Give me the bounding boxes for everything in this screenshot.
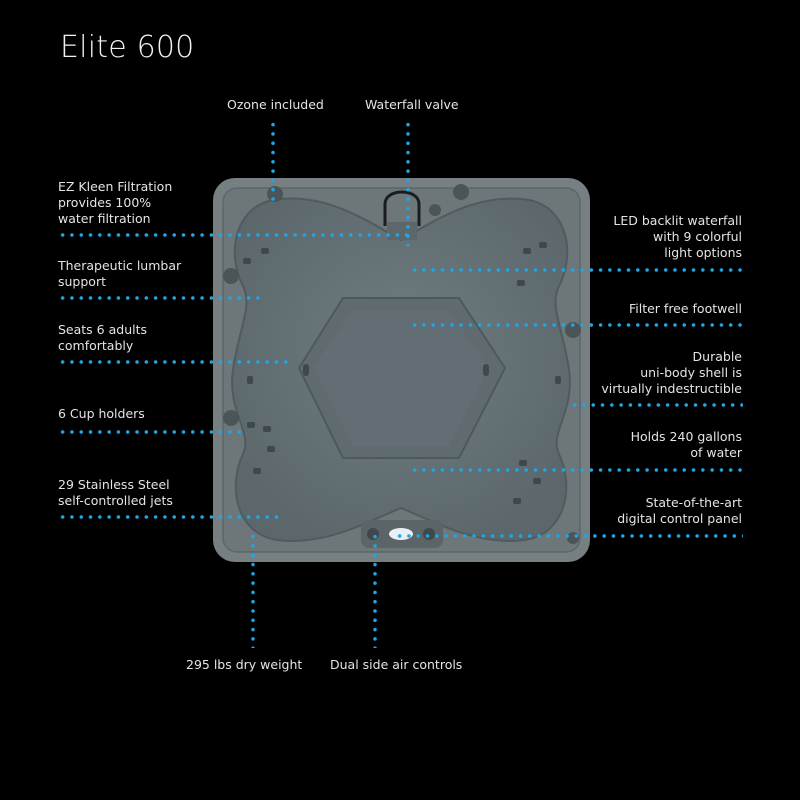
leader-line-cup-holders bbox=[58, 430, 242, 434]
product-title: Elite 600 bbox=[60, 30, 195, 65]
leader-line-lumbar bbox=[58, 296, 264, 300]
leader-line-jets bbox=[58, 515, 284, 519]
leader-line-led-waterfall bbox=[410, 268, 743, 272]
callout-cup-holders: 6 Cup holders bbox=[58, 406, 145, 421]
leader-line-seats bbox=[58, 360, 288, 364]
leader-line-waterfall-valve bbox=[406, 120, 410, 246]
leader-line-filtration bbox=[58, 233, 410, 237]
leader-line-ozone bbox=[271, 120, 275, 202]
callout-control-panel: State-of-the-art digital control panel bbox=[617, 495, 742, 526]
hot-tub-image bbox=[213, 178, 590, 562]
leader-line-footwell bbox=[410, 323, 743, 327]
leader-line-shell bbox=[570, 403, 743, 407]
callout-filtration: EZ Kleen Filtration provides 100% water … bbox=[58, 179, 173, 226]
callout-capacity: Holds 240 gallons of water bbox=[630, 429, 742, 460]
callout-weight: 295 lbs dry weight bbox=[186, 657, 303, 672]
callout-ozone: Ozone included bbox=[227, 97, 324, 112]
leader-line-capacity bbox=[410, 468, 743, 472]
leader-line-control-panel bbox=[395, 534, 743, 538]
callout-seats: Seats 6 adults comfortably bbox=[58, 322, 148, 353]
callout-shell: Durable uni-body shell is virtually inde… bbox=[601, 349, 742, 396]
callout-led-waterfall: LED backlit waterfall with 9 colorful li… bbox=[613, 213, 742, 260]
callout-waterfall-valve: Waterfall valve bbox=[365, 97, 459, 112]
callout-footwell: Filter free footwell bbox=[628, 301, 742, 316]
callout-air-controls: Dual side air controls bbox=[330, 657, 463, 672]
leader-line-weight bbox=[251, 532, 255, 648]
callout-lumbar: Therapeutic lumbar support bbox=[58, 258, 182, 289]
leader-line-air-controls bbox=[373, 532, 377, 648]
callout-jets: 29 Stainless Steel self-controlled jets bbox=[58, 477, 173, 508]
